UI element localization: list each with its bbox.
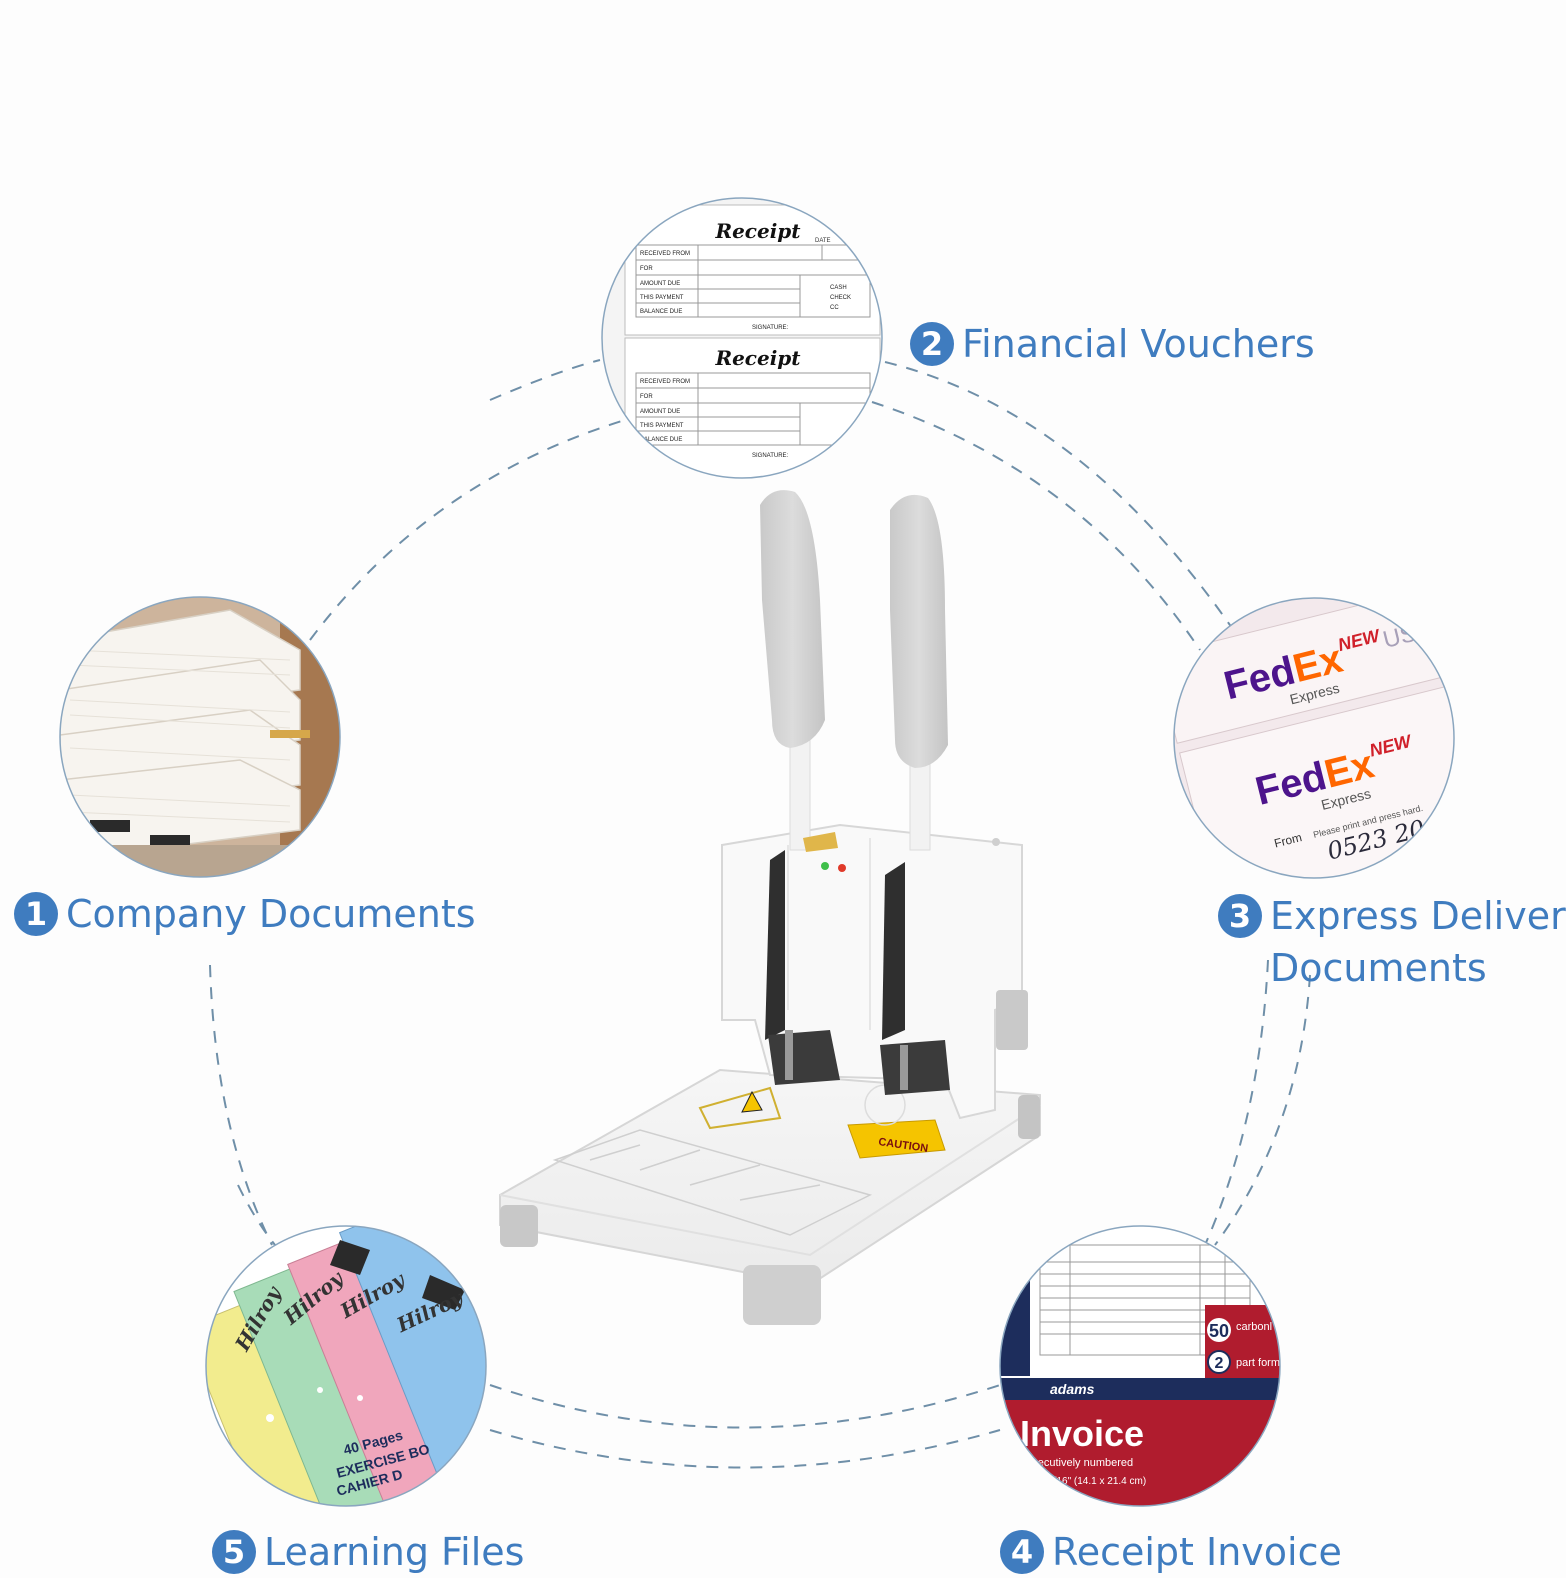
receipt-option-cc: CC (830, 305, 839, 311)
machine-foot-left (500, 1205, 538, 1247)
invoice-title: Invoice (1020, 1413, 1144, 1454)
arc-inner-top-right (871, 401, 1201, 651)
invoice-part-label: part form (1236, 1357, 1280, 1369)
receipt-option-cash: CASH (830, 285, 847, 291)
receipt-row-1: RECEIVED FROM (640, 251, 690, 257)
punch-pin-left (785, 1030, 793, 1080)
usage-text-company-documents: Company Documents (66, 892, 476, 936)
hole-punch-machine: CAUTION (499, 490, 1041, 1325)
receipt-option-check: CHECK (830, 295, 851, 301)
invoice-size: x 8 7/16" (14.1 x 21.4 cm) (1032, 1476, 1146, 1487)
usage-number-5: 5 (212, 1530, 256, 1574)
punch-pin-right (900, 1045, 908, 1090)
usage-text-receipt-invoice: Receipt Invoice (1052, 1530, 1342, 1574)
green-indicator-light (821, 862, 829, 870)
arc-outer-bottom (489, 1429, 1001, 1469)
usage-number-2: 2 (910, 322, 954, 366)
receipt-invoice-photo: 50 carbonl sets 2 part form adams Invoic… (999, 1225, 1296, 1507)
financial-vouchers-photo: Receipt DATE RECEIVED FROM FOR AMOUNT DU… (601, 197, 883, 479)
side-adjust-tab (996, 990, 1028, 1050)
usage-text-express-delivery-line-1: Express Delivery (1270, 894, 1566, 938)
usage-number-1: 1 (14, 892, 58, 936)
usage-number-3: 3 (1218, 894, 1262, 938)
receipt-row-4: THIS PAYMENT (640, 295, 684, 301)
arc-outer-right (1214, 974, 1311, 1246)
arc-inner-right (1204, 959, 1269, 1246)
machine-foot-front (743, 1265, 821, 1325)
arc-outer-top-left (489, 359, 601, 401)
receipt-row-5: BALANCE DUE (640, 309, 682, 315)
invoice-brand: adams (1050, 1381, 1095, 1397)
top-screw (992, 838, 1000, 846)
arc-inner-left (237, 1184, 276, 1246)
warning-triangle-label (698, 1086, 782, 1130)
usage-label-express-delivery: 3 Express Delivery Documents (1218, 890, 1566, 994)
receipt-title-1: Receipt (714, 219, 801, 243)
machine-foot-right (1018, 1095, 1040, 1139)
connector-arcs (209, 359, 1311, 1469)
hinge-warning-sticker (803, 832, 838, 852)
receipt-row-3: AMOUNT DUE (640, 281, 680, 287)
receipt2-row-2: FOR (640, 394, 653, 400)
receipt2-row-3: AMOUNT DUE (640, 409, 680, 415)
receipt2-row-5: BALANCE DUE (640, 437, 682, 443)
receipt-signature-1: SIGNATURE: (752, 325, 789, 331)
usage-label-receipt-invoice: 4 Receipt Invoice (1000, 1526, 1342, 1578)
receipt-signature-2: SIGNATURE: (752, 453, 789, 459)
fedex-from: From (1273, 830, 1304, 850)
receipt2-row-1: RECEIVED FROM (640, 379, 690, 385)
invoice-subtitle: onsecutively numbered (1020, 1457, 1133, 1469)
receipt-title-2: Receipt (714, 346, 801, 370)
company-documents-photo (59, 596, 341, 878)
usage-number-4: 4 (1000, 1530, 1044, 1574)
usage-label-company-documents: 1 Company Documents (14, 888, 476, 940)
left-slot (765, 850, 785, 1040)
usage-text-learning-files: Learning Files (264, 1530, 525, 1574)
arc-outer-left (209, 964, 273, 1246)
invoice-part-count: 2 (1215, 1355, 1224, 1372)
learning-files-photo: Hilroy Hilroy Hilroy Hilroy 40 Pages EXE… (205, 1225, 487, 1507)
usage-label-learning-files: 5 Learning Files (212, 1526, 524, 1578)
arc-outer-top-right (884, 361, 1233, 629)
express-delivery-photo: FedEx Express NEW US Air FedEx Express N… (1173, 597, 1455, 879)
usage-label-financial-vouchers: 2 Financial Vouchers (910, 318, 1315, 370)
left-handle-grip (760, 490, 825, 748)
usage-text-financial-vouchers: Financial Vouchers (962, 322, 1315, 366)
receipt-date-1: DATE (815, 238, 831, 244)
right-slot (882, 862, 905, 1040)
invoice-sets-count: 50 (1209, 1321, 1229, 1341)
arc-inner-bottom (489, 1384, 1001, 1429)
caution-label: CAUTION (847, 1119, 946, 1159)
right-handle-grip (890, 494, 948, 768)
invoice-sets-label: carbonl sets (1236, 1321, 1296, 1333)
receipt2-row-4: THIS PAYMENT (640, 423, 684, 429)
machine-instruction-panel (552, 1129, 873, 1236)
red-indicator-light (838, 864, 846, 872)
receipt-row-2: FOR (640, 266, 653, 272)
arc-inner-top-left (309, 419, 626, 641)
usage-text-express-delivery-line-2: Documents (1270, 946, 1487, 990)
